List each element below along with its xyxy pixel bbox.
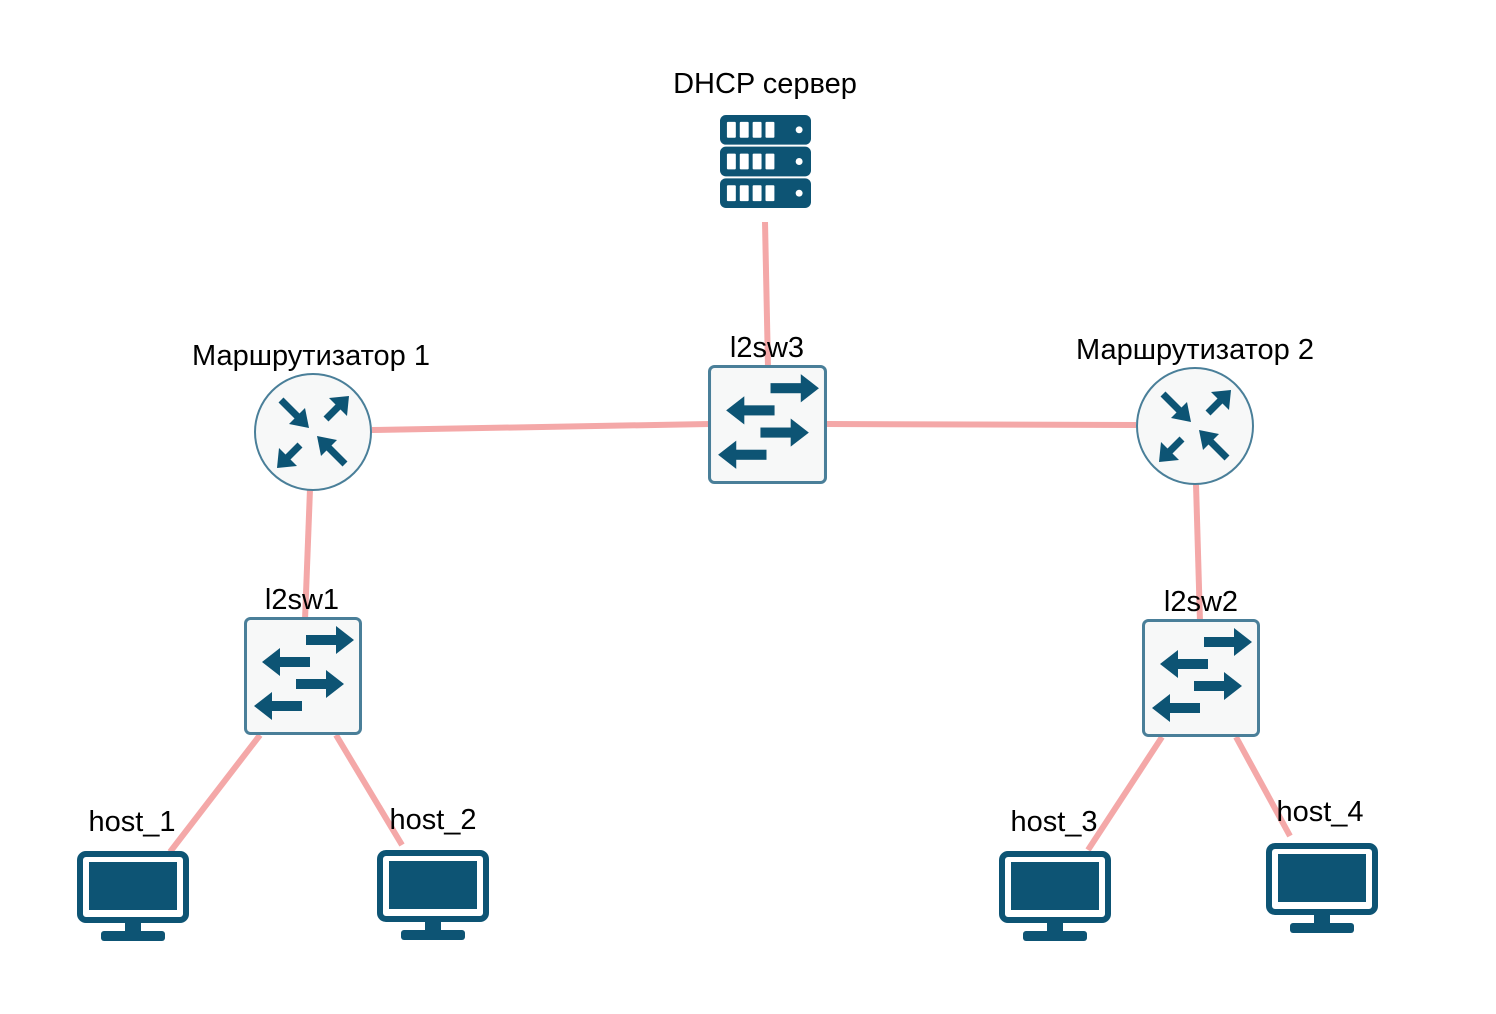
- server-icon: [720, 115, 811, 208]
- host1-label: host_1: [88, 806, 175, 838]
- l2sw1-node[interactable]: l2sw1: [244, 584, 362, 735]
- host4-node[interactable]: host_4: [1269, 796, 1375, 933]
- l2sw3-node[interactable]: l2sw3: [708, 332, 827, 484]
- router1-node[interactable]: Маршрутизатор 1: [192, 340, 430, 490]
- host3-label: host_3: [1010, 806, 1097, 838]
- router2-label: Маршрутизатор 2: [1076, 334, 1314, 366]
- switch-icon: [708, 365, 827, 484]
- link-router1-l2sw1: [302, 488, 313, 621]
- router2-node[interactable]: Маршрутизатор 2: [1076, 334, 1314, 484]
- monitor-icon: [1269, 846, 1375, 933]
- switch-icon: [244, 617, 362, 735]
- router1-label: Маршрутизатор 1: [192, 340, 430, 372]
- links: [167, 221, 1293, 854]
- dhcp-server-label: DHCP сервер: [673, 68, 857, 100]
- router-icon: [1137, 368, 1253, 484]
- monitor-icon: [80, 854, 186, 941]
- link-l2sw2-host3: [1085, 735, 1165, 852]
- switch-icon: [1142, 619, 1260, 737]
- link-router2-l2sw2: [1193, 483, 1203, 623]
- host4-label: host_4: [1276, 796, 1363, 828]
- link-router1-l2sw3: [371, 421, 710, 433]
- router-icon: [255, 374, 371, 490]
- l2sw1-label: l2sw1: [265, 584, 339, 616]
- link-l2sw2-host4: [1233, 735, 1293, 838]
- link-l2sw1-host1: [167, 733, 263, 854]
- monitor-icon: [1002, 854, 1108, 941]
- dhcp-server-node[interactable]: DHCP сервер: [673, 68, 857, 208]
- host2-node[interactable]: host_2: [380, 804, 486, 940]
- link-l2sw3-router2: [826, 421, 1137, 428]
- l2sw3-label: l2sw3: [730, 332, 804, 364]
- l2sw2-label: l2sw2: [1164, 586, 1238, 618]
- l2sw2-node[interactable]: l2sw2: [1142, 586, 1260, 737]
- link-l2sw1-host2: [333, 733, 405, 847]
- monitor-icon: [380, 853, 486, 940]
- link-dhcp-l2sw3: [762, 221, 771, 369]
- host1-node[interactable]: host_1: [80, 806, 186, 941]
- host3-node[interactable]: host_3: [1002, 806, 1108, 941]
- host2-label: host_2: [389, 804, 476, 836]
